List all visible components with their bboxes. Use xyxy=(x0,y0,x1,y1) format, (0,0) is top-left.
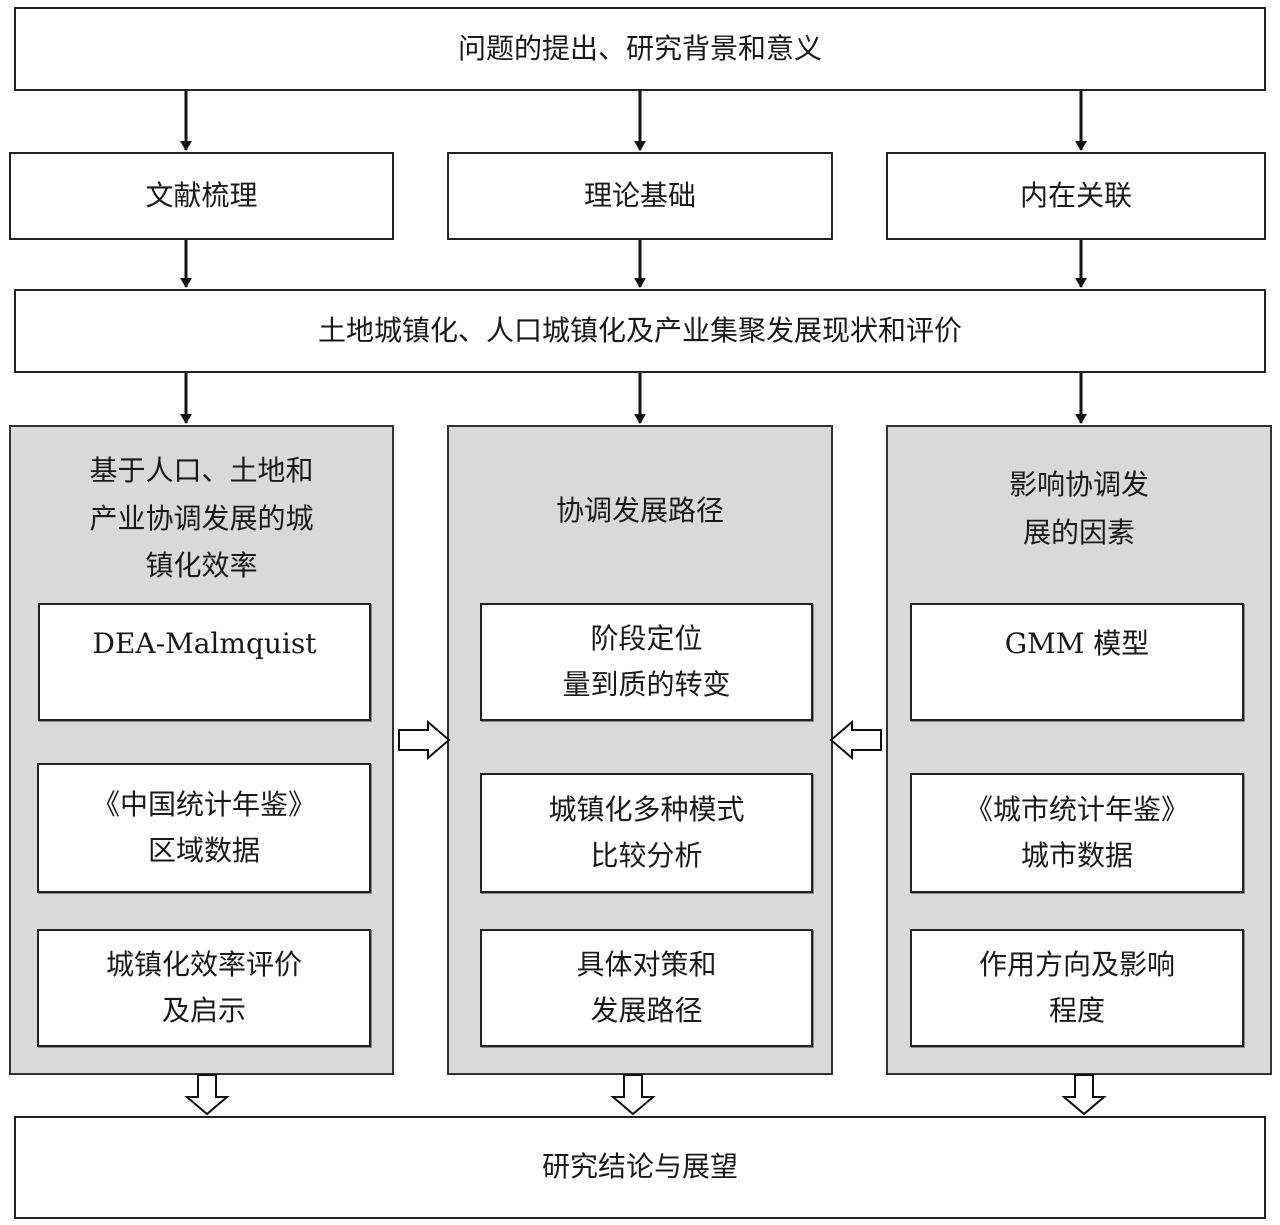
literature-review-box: 文献梳理 xyxy=(9,152,394,240)
city-yearbook-text: 《城市统计年鉴》 xyxy=(964,792,1189,826)
city-statistical-yearbook-box: 《城市统计年鉴》 城市数据 xyxy=(910,773,1244,893)
development-path-text: 发展路径 xyxy=(590,994,703,1027)
coordination-title-line: 协调发展路径 xyxy=(555,494,724,527)
gmm-model-box: GMM 模型 xyxy=(910,603,1244,721)
factors-title-line: 影响协调发 xyxy=(1008,468,1149,501)
influence-direction-box: 作用方向及影响 程度 xyxy=(910,929,1244,1047)
research-background-box: 问题的提出、研究背景和意义 xyxy=(14,7,1266,91)
urbanization-modes-box: 城镇化多种模式 比较分析 xyxy=(480,773,813,893)
dea-malmquist-box: DEA-Malmquist xyxy=(38,603,371,721)
stage-positioning-text: 阶段定位 xyxy=(590,621,703,655)
hollow-arrow-path-to-conclusion xyxy=(610,1074,656,1116)
status-evaluation-text: 土地城镇化、人口城镇化及产业集聚发展现状和评价 xyxy=(317,313,962,347)
hollow-arrow-efficiency-to-conclusion xyxy=(184,1074,230,1116)
factors-title-line: 展的因素 xyxy=(1022,515,1135,549)
status-evaluation-box: 土地城镇化、人口城镇化及产业集聚发展现状和评价 xyxy=(14,289,1266,373)
efficiency-title-line: 基于人口、土地和 xyxy=(89,454,314,487)
conclusion-outlook-text: 研究结论与展望 xyxy=(541,1150,738,1184)
efficiency-evaluation-text: 及启示 xyxy=(161,994,246,1027)
regional-data-text: 区域数据 xyxy=(147,834,260,867)
coordination-path-title: 协调发展路径 xyxy=(449,487,831,535)
influencing-factors-panel: 影响协调发 展的因素 GMM 模型 《城市统计年鉴》 城市数据 作用方向及影响 … xyxy=(886,425,1272,1075)
internal-relation-box: 内在关联 xyxy=(886,152,1266,240)
countermeasures-text: 具体对策和 xyxy=(576,947,717,981)
quantity-to-quality-text: 量到质的转变 xyxy=(562,668,731,701)
dea-malmquist-text: DEA-Malmquist xyxy=(92,627,317,660)
efficiency-title-line: 镇化效率 xyxy=(145,549,258,583)
efficiency-evaluation-text: 城镇化效率评价 xyxy=(105,947,302,981)
yearbook-title-text: 《中国统计年鉴》 xyxy=(91,787,316,821)
comparative-analysis-text: 比较分析 xyxy=(590,839,703,872)
hollow-arrow-factors-to-conclusion xyxy=(1061,1074,1107,1116)
efficiency-evaluation-box: 城镇化效率评价 及启示 xyxy=(37,929,371,1047)
influence-degree-text: 程度 xyxy=(1048,994,1105,1027)
efficiency-panel-title: 基于人口、土地和 产业协调发展的城 镇化效率 xyxy=(11,447,392,590)
conclusion-outlook-box: 研究结论与展望 xyxy=(14,1116,1266,1219)
china-statistical-yearbook-box: 《中国统计年鉴》 区域数据 xyxy=(37,763,371,893)
stage-positioning-box: 阶段定位 量到质的转变 xyxy=(480,603,813,721)
theory-basis-box: 理论基础 xyxy=(447,152,833,240)
influence-direction-text: 作用方向及影响 xyxy=(978,947,1175,981)
city-data-text: 城市数据 xyxy=(1020,839,1133,872)
coordination-path-panel: 协调发展路径 阶段定位 量到质的转变 城镇化多种模式 比较分析 具体对策和 发展… xyxy=(447,425,833,1075)
gmm-model-text: GMM 模型 xyxy=(1004,627,1150,660)
hollow-arrow-right-to-middle xyxy=(829,719,882,761)
urbanization-modes-text: 城镇化多种模式 xyxy=(548,792,745,826)
hollow-arrow-left-to-middle xyxy=(398,719,451,761)
internal-relation-text: 内在关联 xyxy=(1019,178,1132,212)
countermeasures-box: 具体对策和 发展路径 xyxy=(480,929,813,1047)
efficiency-panel: 基于人口、土地和 产业协调发展的城 镇化效率 DEA-Malmquist 《中国… xyxy=(9,425,394,1075)
literature-review-text: 文献梳理 xyxy=(145,178,258,212)
influencing-factors-title: 影响协调发 展的因素 xyxy=(888,461,1270,556)
research-background-text: 问题的提出、研究背景和意义 xyxy=(457,31,822,65)
theory-basis-text: 理论基础 xyxy=(583,178,696,212)
efficiency-title-line: 产业协调发展的城 xyxy=(89,501,314,535)
